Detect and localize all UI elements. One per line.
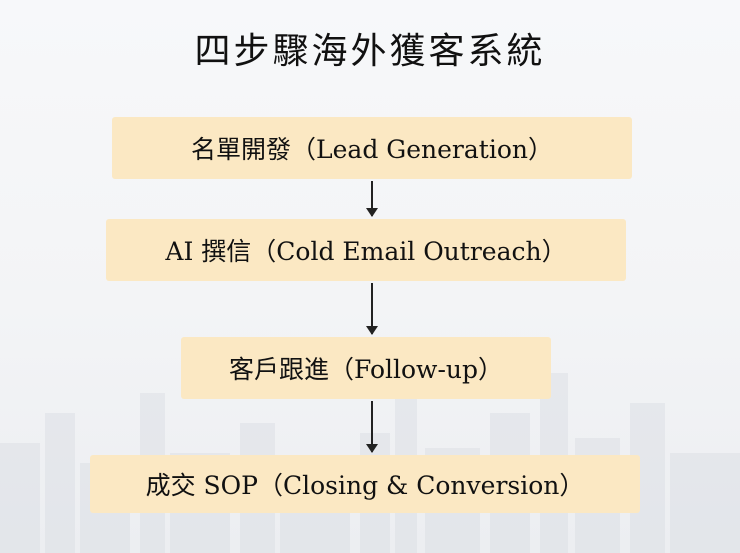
arrow-down-icon [366,283,378,335]
step-label: AI 撰信（Cold Email Outreach） [165,237,567,266]
step-box-cold-email-outreach: AI 撰信（Cold Email Outreach） [106,219,626,281]
step-box-closing-conversion: 成交 SOP（Closing & Conversion） [90,455,640,513]
step-label: 名單開發（Lead Generation） [191,135,553,164]
diagram-title: 四步驟海外獲客系統 [194,31,546,72]
step-label: 客戶跟進（Follow-up） [228,355,504,384]
step-box-lead-generation: 名單開發（Lead Generation） [112,117,632,179]
arrow-down-icon [366,181,378,217]
arrow-down-icon [366,401,378,453]
step-label: 成交 SOP（Closing & Conversion） [145,471,585,500]
step-box-follow-up: 客戶跟進（Follow-up） [181,337,551,399]
